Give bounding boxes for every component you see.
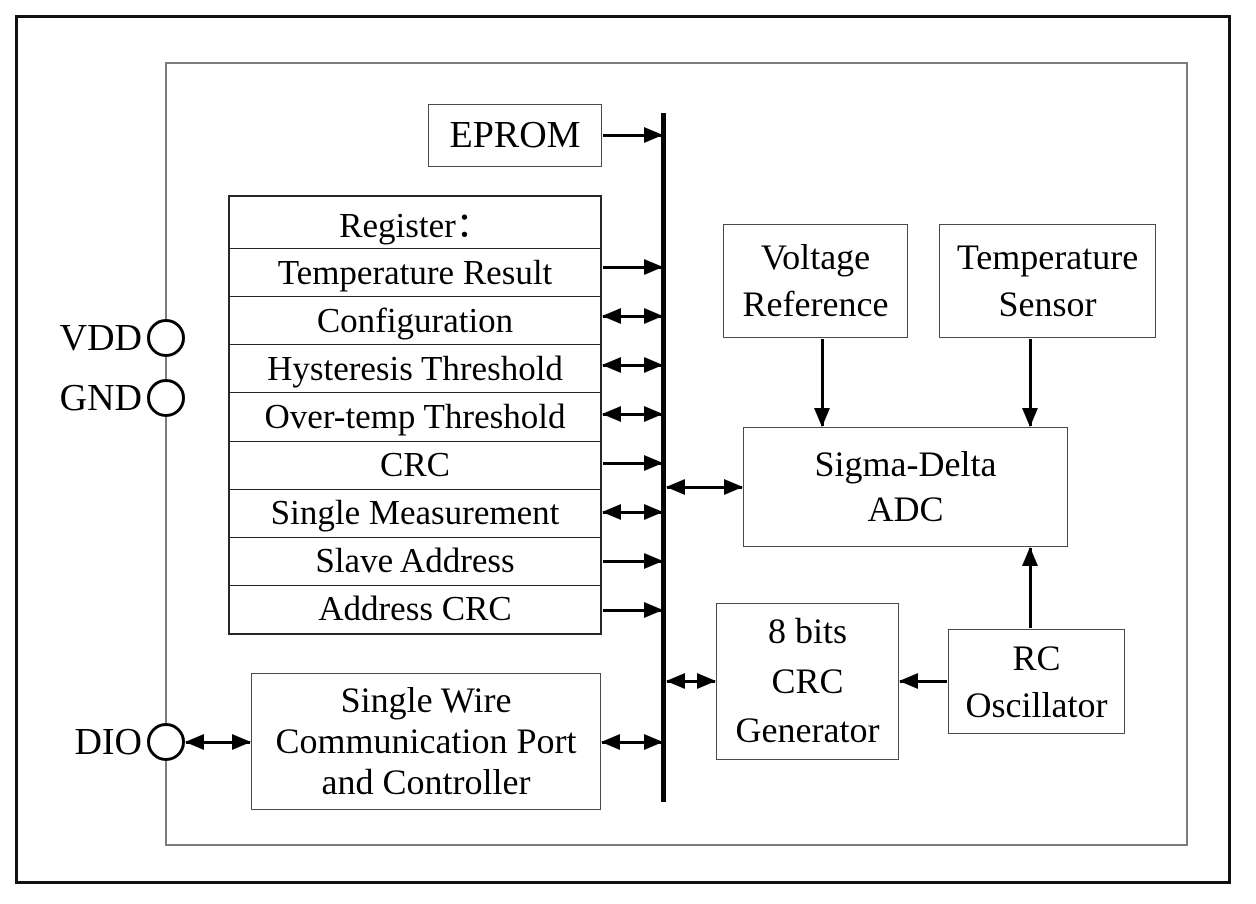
register-row-temperature-result: Temperature Result bbox=[230, 249, 600, 298]
arrow-voltage-reference-to-adc bbox=[814, 338, 830, 427]
register-row-configuration: Configuration bbox=[230, 297, 600, 346]
arrow-configuration-bus-bidir bbox=[602, 308, 663, 324]
register-row-address-crc: Address CRC bbox=[318, 589, 512, 629]
arrow-bus-crc-generator-bidir bbox=[666, 673, 716, 689]
arrow-rc-oscillator-to-crc-generator bbox=[899, 673, 948, 689]
arrow-comm-port-bus-bidir bbox=[601, 734, 663, 750]
block-voltage-reference: Voltage Reference bbox=[723, 224, 908, 338]
register-row-hysteresis-threshold: Hysteresis Threshold bbox=[230, 345, 600, 394]
register-header: Register： bbox=[230, 197, 600, 249]
register-row-crc: CRC bbox=[230, 442, 600, 490]
internal-bus-line bbox=[661, 113, 666, 802]
chip-outer-boundary bbox=[15, 15, 1231, 884]
block-rc-oscillator: RC Oscillator bbox=[948, 629, 1125, 734]
pin-label-gnd: GND bbox=[59, 377, 142, 419]
register-row-single-measurement: Single Measurement bbox=[230, 490, 600, 538]
arrow-eprom-to-bus bbox=[602, 127, 663, 143]
pin-dio-circle bbox=[147, 723, 185, 761]
pin-gnd-circle bbox=[147, 379, 185, 417]
arrow-single-measurement-bus-bidir bbox=[602, 504, 663, 520]
arrow-hysteresis-bus-bidir bbox=[602, 357, 663, 373]
pin-label-dio: DIO bbox=[74, 721, 142, 763]
register-row-slave-address: Slave Address bbox=[230, 538, 600, 586]
block-comm-port: Single Wire Communication Port and Contr… bbox=[251, 673, 601, 810]
arrow-dio-comm-port-bidir bbox=[185, 734, 251, 750]
arrow-bus-adc-bidir bbox=[666, 479, 743, 495]
block-sigma-delta-adc: Sigma-Delta ADC bbox=[743, 427, 1068, 547]
block-eprom: EPROM bbox=[428, 104, 602, 167]
arrow-temperature-sensor-to-adc bbox=[1022, 338, 1038, 427]
register-table: Register： Temperature Result Configurati… bbox=[228, 195, 602, 635]
arrow-crc-to-bus bbox=[602, 455, 663, 471]
arrow-slave-address-to-bus bbox=[602, 553, 663, 569]
pin-vdd-circle bbox=[147, 319, 185, 357]
arrow-temperature-result-to-bus bbox=[602, 259, 663, 275]
pin-label-vdd: VDD bbox=[59, 317, 142, 359]
arrow-address-crc-to-bus bbox=[602, 602, 663, 618]
register-row-over-temp-threshold: Over-temp Threshold bbox=[230, 393, 600, 442]
arrow-rc-oscillator-to-adc bbox=[1022, 547, 1038, 629]
chip-inner-boundary bbox=[165, 62, 1188, 846]
block-temperature-sensor: Temperature Sensor bbox=[939, 224, 1156, 338]
arrow-over-temp-bus-bidir bbox=[602, 406, 663, 422]
block-crc-generator: 8 bits CRC Generator bbox=[716, 603, 899, 760]
